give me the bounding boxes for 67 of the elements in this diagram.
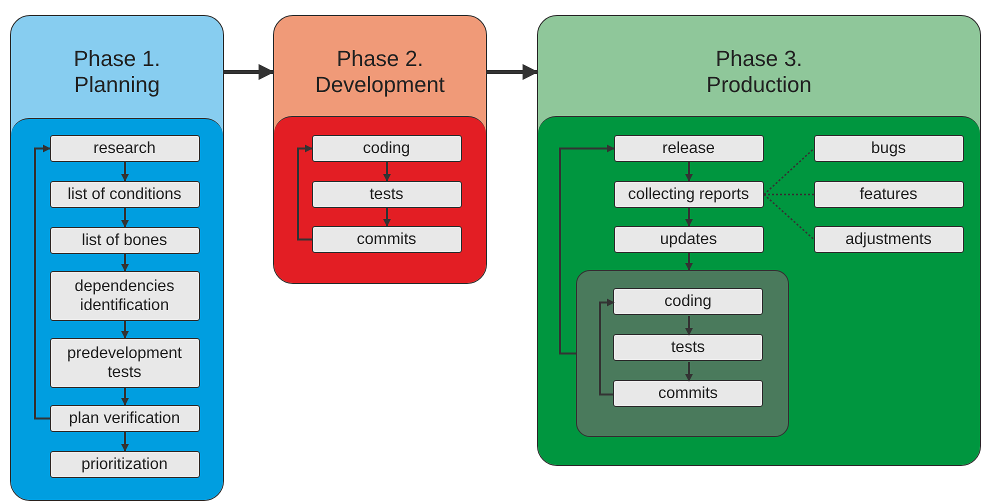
step-label: bugs — [871, 138, 906, 158]
connector-line — [764, 194, 814, 240]
step-box — [50, 226, 200, 254]
arrow — [487, 64, 539, 80]
phase-heading: Phase 2. Development — [314, 46, 446, 98]
step-label: adjustments — [845, 230, 932, 248]
arrow — [685, 253, 693, 271]
step-label: predevelopment tests — [66, 344, 183, 382]
step-box — [814, 134, 964, 162]
step-box — [50, 134, 200, 162]
arrow — [121, 432, 129, 452]
step-box — [614, 226, 764, 252]
step-box — [614, 134, 764, 162]
phase-panel — [10, 15, 224, 501]
step-box — [613, 334, 763, 361]
step-label: prioritization — [81, 454, 168, 474]
step-box — [50, 180, 200, 208]
step-label: coding — [362, 138, 410, 158]
step-label: dependencies identification — [74, 276, 176, 314]
step-box — [50, 338, 200, 388]
phase-heading: Phase 3. Production — [705, 46, 813, 98]
step-label: commits — [658, 384, 718, 403]
arrow — [685, 208, 693, 227]
arrow — [383, 162, 391, 182]
connector-line — [764, 148, 814, 196]
step-box — [312, 134, 462, 162]
step-label: list of conditions — [68, 184, 182, 204]
step-label: updates — [660, 230, 717, 248]
phase-heading: Phase 1. Planning — [72, 46, 162, 98]
step-box — [50, 270, 200, 320]
phase-panel — [537, 15, 981, 466]
arrow — [685, 162, 693, 182]
step-label: commits — [356, 230, 416, 248]
step-label: research — [93, 138, 156, 158]
arrow — [383, 208, 391, 227]
arrow — [685, 316, 693, 336]
step-label: collecting reports — [628, 184, 749, 204]
step-box — [50, 450, 200, 478]
arrow — [685, 362, 693, 382]
arrow — [34, 144, 51, 420]
step-label: release — [662, 138, 715, 158]
arrow — [121, 388, 129, 406]
step-label: features — [860, 184, 918, 204]
step-label: tests — [671, 338, 705, 357]
arrow — [121, 321, 129, 339]
step-box — [613, 380, 763, 407]
step-label: tests — [370, 184, 404, 204]
arrow — [297, 144, 313, 240]
arrow — [121, 162, 129, 182]
step-box — [312, 180, 462, 208]
step-label: list of bones — [82, 230, 168, 250]
step-box — [814, 226, 964, 252]
arrow — [121, 208, 129, 228]
arrow — [121, 254, 129, 272]
arrow — [599, 298, 615, 396]
arrow — [559, 144, 615, 354]
step-box — [613, 288, 763, 315]
group-box — [576, 270, 788, 436]
step-box — [614, 180, 764, 208]
step-box — [814, 180, 964, 208]
connector-line — [764, 194, 814, 196]
arrow — [224, 64, 275, 80]
step-label: coding — [664, 292, 712, 311]
step-box — [312, 226, 462, 252]
step-box — [50, 404, 200, 432]
phase-panel — [273, 15, 487, 284]
step-label: plan verification — [68, 408, 180, 428]
